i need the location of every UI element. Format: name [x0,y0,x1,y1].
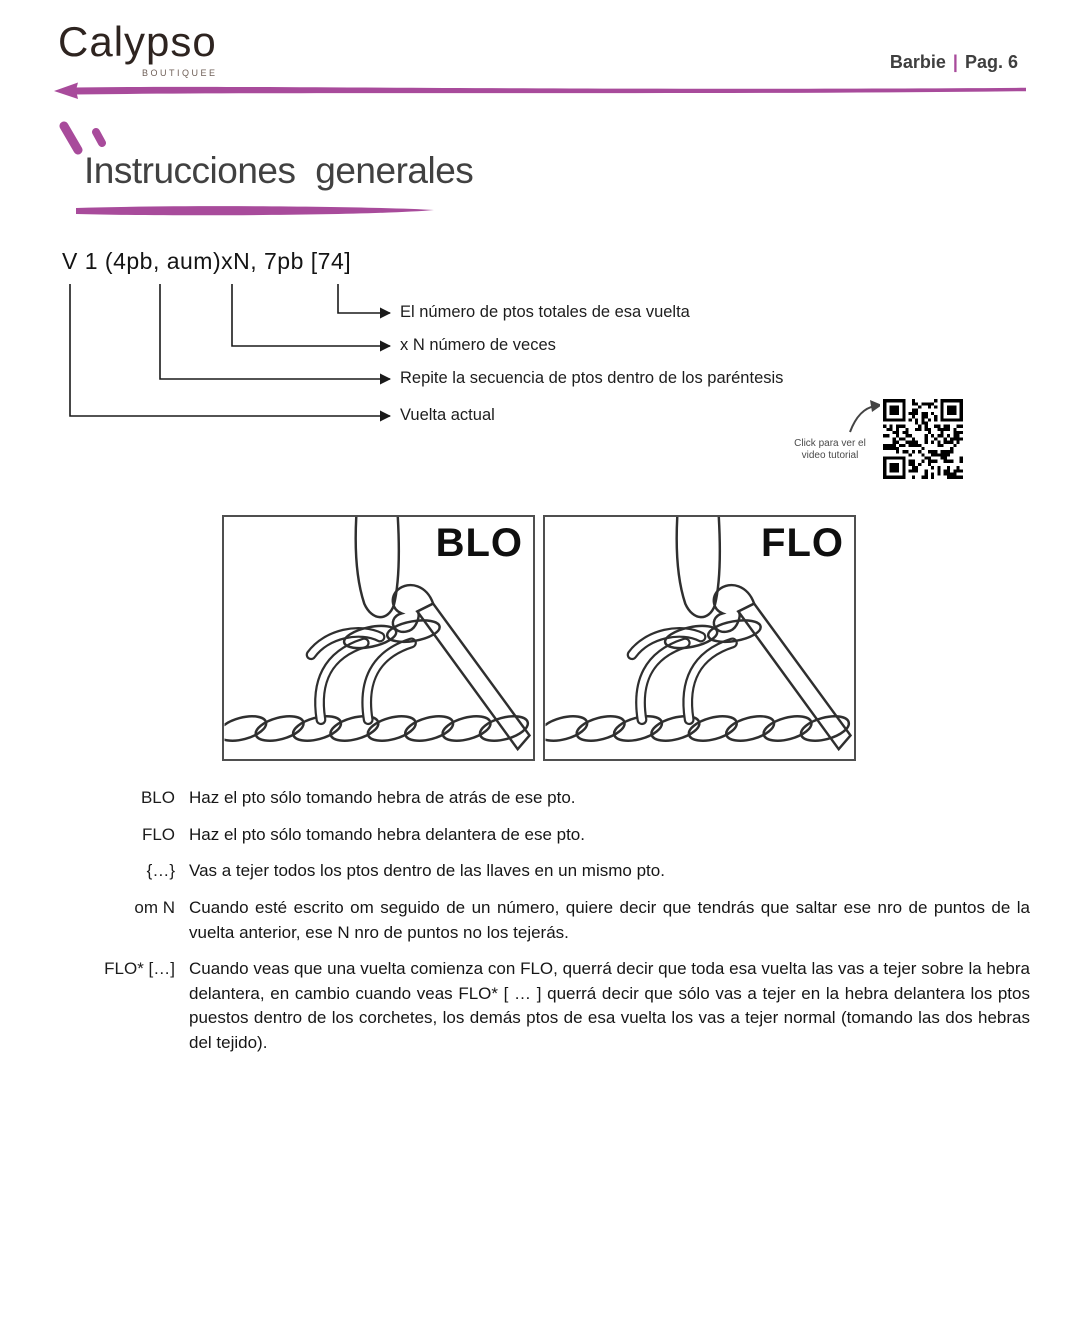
header-doc-title: Barbie [889,52,946,72]
header-pagination: Barbie | Pag. 6 [890,52,1018,73]
brand-subtitle: BOUTIQUEE [142,68,218,78]
stitch-panel-flo: FLO [543,515,856,761]
glossary-row: BLO Haz el pto sólo tomando hebra de atr… [55,786,1030,811]
glossary-term: FLO [141,824,175,844]
glossary-row: FLO Haz el pto sólo tomando hebra delant… [55,823,1030,848]
glossary-row: {…} Vas a tejer todos los ptos dentro de… [55,859,1030,884]
formula-annotation-times: x N número de veces [400,336,556,354]
glossary-definition: Haz el pto sólo tomando hebra de atrás d… [189,788,576,807]
formula-annotation-repeat: Repite la secuencia de ptos dentro de lo… [400,369,784,387]
qr-code[interactable] [880,396,966,482]
brand-logo: Calypso [58,18,217,65]
title-accent-strokes-icon [59,121,106,155]
glossary-definition: Cuando veas que una vuelta comienza con … [189,959,1030,1053]
glossary-term: {…} [146,861,175,881]
stitch-panel-blo: BLO [222,515,535,761]
glossary-row: om N Cuando esté escrito om seguido de u… [55,896,1030,945]
glossary-definition: Cuando esté escrito om seguido de un núm… [189,897,1030,942]
glossary-definition: Vas a tejer todos los ptos dentro de las… [189,861,665,881]
page-title: Instrucciones generales [84,150,474,191]
curved-arrow-icon [849,400,882,433]
formula-annotation-round: Vuelta actual [400,406,495,424]
glossary-term: BLO [140,788,175,807]
header-page-number: Pag. 6 [964,52,1018,72]
brush-rule-arrow-left-icon [54,82,1026,99]
glossary-term: om N [134,897,175,917]
formula-text: V 1 (4pb, aum)xN, 7pb [74] [62,248,352,274]
title-underline-icon [76,206,434,216]
header-separator: | [952,52,958,72]
glossary: BLO Haz el pto sólo tomando hebra de atr… [55,786,1030,1068]
glossary-term: FLO* […] [104,959,175,979]
formula-connector-lines [69,284,392,422]
formula-annotation-total: El número de ptos totales de esa vuelta [400,303,690,321]
panel-label-blo: BLO [435,521,523,565]
glossary-row: FLO* […] Cuando veas que una vuelta comi… [55,957,1030,1056]
glossary-definition: Haz el pto sólo tomando hebra delantera … [189,824,585,844]
qr-caption[interactable]: Click para ver el video tutorial [794,438,866,461]
panel-label-flo: FLO [761,521,844,565]
